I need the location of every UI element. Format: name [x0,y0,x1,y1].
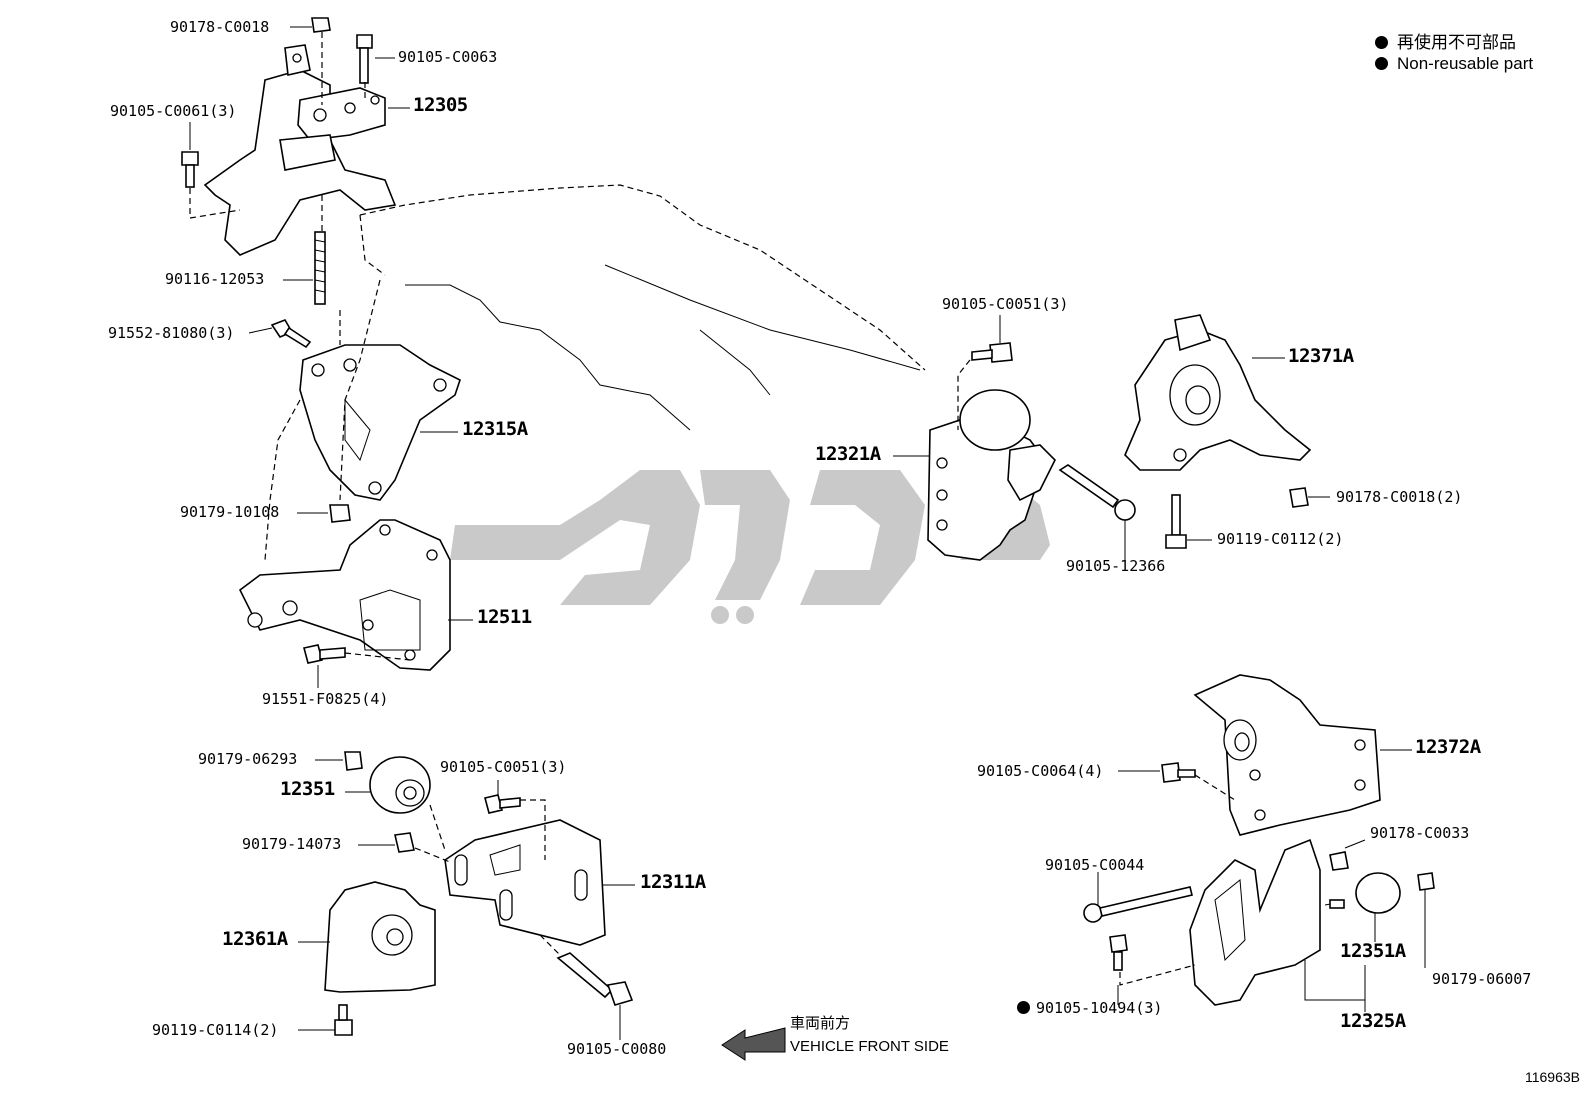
label-90178-C0018: 90178-C0018 [170,18,270,36]
bolt-90105-C0051-right [971,342,1013,363]
bolt-90119-C0114 [334,1004,353,1036]
bolt-90119-C0112 [1165,494,1187,549]
illustration-number: 116963B [1524,1069,1580,1085]
bolt-90105-C0080 [556,952,634,1006]
non-reusable-dot-icon [1017,1001,1030,1014]
legend-english: Non-reusable part [1375,54,1533,74]
label-12305: 12305 [413,94,468,116]
legend-japanese-text: 再使用不可部品 [1397,33,1516,52]
label-90116-12053: 90116-12053 [165,270,265,288]
label-12511: 12511 [477,606,532,628]
mount-12321A [927,389,1056,561]
bushing-12351 [369,756,431,814]
bolt-91552-81080 [270,319,312,349]
label-90179-06293: 90179-06293 [198,750,298,768]
nut-90179-06007 [1417,872,1435,891]
mount-12371A [1124,314,1312,471]
front-direction-english: VEHICLE FRONT SIDE [790,1038,949,1055]
label-90178-C0018-right: 90178-C0018(2) [1336,488,1463,506]
label-12315A: 12315A [462,418,528,440]
label-90119-C0112: 90119-C0112(2) [1217,530,1344,548]
label-90105-C0051-right: 90105-C0051(3) [942,295,1069,313]
non-reusable-dot-icon [1375,36,1388,49]
label-12361A: 12361A [222,928,288,950]
label-90105-C0063: 90105-C0063 [398,48,498,66]
engine-outline [359,184,926,431]
label-12325A: 12325A [1340,1010,1406,1032]
label-12372A: 12372A [1415,736,1481,758]
front-direction-japanese: 車両前方 [790,1015,851,1032]
label-90105-C0064: 90105-C0064(4) [977,762,1104,780]
label-12351: 12351 [280,778,335,800]
bolt-90105-C0061 [181,151,199,188]
label-91551-F0825: 91551-F0825(4) [262,690,389,708]
nut-90179-14073 [394,832,415,853]
label-12321A: 12321A [815,443,881,465]
bolt-90178-C0018 [311,17,331,33]
nut-90178-C0018-right [1289,487,1309,508]
bracket-12311A [444,819,606,946]
non-reusable-dot-icon [1375,57,1388,70]
bolt-90105-C0064 [1161,762,1196,783]
label-90178-C0033: 90178-C0033 [1370,824,1470,842]
label-90105-10494-text: 90105-10494(3) [1036,999,1163,1017]
bracket-12315A [299,344,461,501]
label-90105-10494: 90105-10494(3) [1017,999,1162,1017]
nut-90178-C0033 [1329,851,1349,871]
bushing-12351A [1324,872,1401,914]
label-91552-81080: 91552-81080(3) [108,324,235,342]
label-90179-14073: 90179-14073 [242,835,342,853]
bolt-91551-F0825 [303,644,346,664]
bracket-12511 [238,519,451,671]
nut-90179-06293 [344,751,363,771]
front-arrow-icon [721,1027,786,1061]
legend-english-text: Non-reusable part [1397,54,1534,73]
label-90179-10108: 90179-10108 [180,503,280,521]
label-12311A: 12311A [640,871,706,893]
bracket-12325A [1189,838,1321,1006]
label-90105-C0044: 90105-C0044 [1045,856,1145,874]
bolt-90105-10494 [1109,934,1128,971]
leader-lines [189,26,1426,1040]
bolt-90105-12366 [1058,464,1136,521]
bolt-90105-C0063 [356,34,373,84]
legend-japanese: 再使用不可部品 [1375,28,1516,53]
nut-90179-10108 [329,504,351,523]
mount-12305 [203,44,397,256]
label-12371A: 12371A [1288,345,1354,367]
mount-12361A [324,881,436,993]
label-90119-C0114: 90119-C0114(2) [152,1021,279,1039]
stud-90116-12053 [314,231,326,305]
label-90105-C0080: 90105-C0080 [567,1040,667,1058]
label-90105-C0051-lower: 90105-C0051(3) [440,758,567,776]
label-90105-12366: 90105-12366 [1066,557,1166,575]
mount-12372A [1193,674,1381,836]
bolt-90105-C0051-lower [484,794,521,814]
label-12351A: 12351A [1340,940,1406,962]
bolt-90105-C0044 [1083,886,1193,923]
label-90105-C0061: 90105-C0061(3) [110,102,237,120]
label-90179-06007: 90179-06007 [1432,970,1532,988]
